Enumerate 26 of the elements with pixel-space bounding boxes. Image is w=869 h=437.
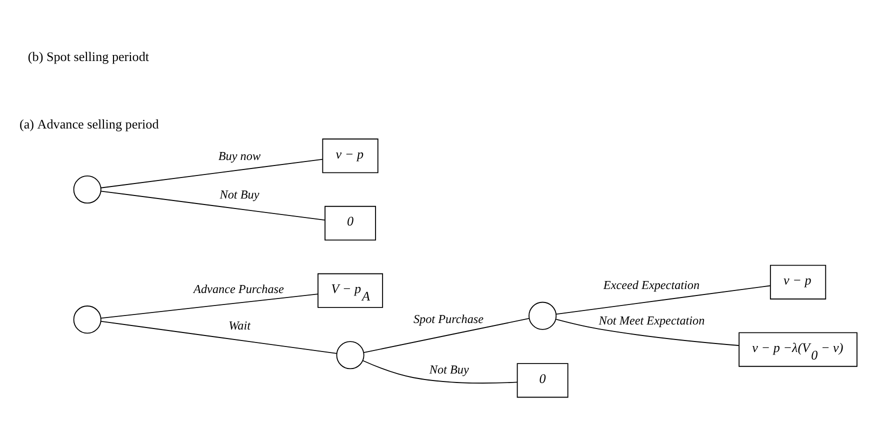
node-box: 0 xyxy=(324,205,376,240)
connector xyxy=(100,293,318,318)
edge-label: Wait xyxy=(228,318,250,332)
edge-label: Not Buy xyxy=(429,362,469,376)
node-circle xyxy=(73,174,102,204)
connector xyxy=(100,190,326,220)
node-circle xyxy=(336,340,364,369)
label: (b) Spot selling periodt xyxy=(28,48,150,64)
connector xyxy=(100,320,338,354)
node-box: v − p xyxy=(770,264,826,299)
node-circle xyxy=(73,305,102,334)
edge-label: Advance Purchase xyxy=(194,281,284,296)
connector xyxy=(100,158,324,188)
node-circle xyxy=(528,301,557,330)
node-box: v − p xyxy=(322,138,378,173)
connector xyxy=(363,317,530,353)
edge-label: Buy now xyxy=(218,148,261,162)
label: (a) Advance selling period xyxy=(20,116,159,131)
edge-label: Exceed Expectation xyxy=(603,278,700,292)
edge-label: Not Meet Expectation xyxy=(598,313,705,328)
edge-label: Spot Purchase xyxy=(413,311,484,326)
connector xyxy=(556,284,771,314)
node-box: 0 xyxy=(516,362,568,398)
connector xyxy=(362,360,518,384)
edge-label: Not Buy xyxy=(220,186,260,201)
connector xyxy=(556,318,740,346)
